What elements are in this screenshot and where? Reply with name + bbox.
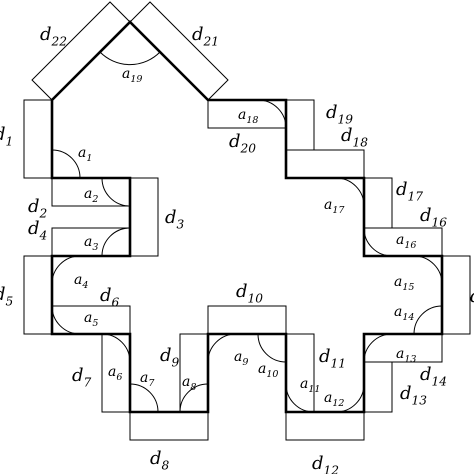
rect-d8 [129, 411, 209, 441]
rect-d12 [285, 411, 365, 441]
rect-d15 [441, 255, 471, 335]
label-a2: a2 [84, 186, 98, 205]
rect-d19 [285, 99, 315, 151]
arc-a14 [413, 305, 443, 335]
rect-d18 [285, 149, 365, 179]
label-d6: d6 [100, 285, 120, 309]
label-a19: a19 [122, 66, 142, 85]
rect-d9 [179, 333, 209, 413]
label-a4: a4 [74, 272, 88, 291]
rect-d10 [207, 305, 287, 335]
label-a17: a17 [324, 197, 345, 216]
label-a8: a8 [182, 374, 196, 393]
label-d21: d21 [192, 24, 219, 48]
label-a16: a16 [396, 232, 416, 251]
main-polygon [50, 20, 444, 414]
label-a9: a9 [234, 349, 248, 368]
arc-a3 [101, 227, 131, 257]
arc-a1 [51, 149, 81, 179]
arc-a6 [101, 333, 131, 363]
arc-a5 [51, 305, 81, 335]
label-a15: a15 [394, 274, 414, 293]
label-d1: d1 [0, 124, 13, 148]
rect-d22 [31, 1, 131, 101]
rect-d21 [129, 1, 229, 101]
label-d13: d13 [400, 383, 427, 407]
label-a5: a5 [84, 310, 98, 329]
arc-a9 [207, 333, 237, 363]
angle-labels: a1 a2 a3 a4 a5 a6 a7 a8 a9 a10 a11 a12 a… [74, 66, 416, 409]
arc-a17 [335, 177, 365, 207]
label-d7: d7 [72, 365, 92, 389]
label-d22: d22 [40, 24, 67, 48]
rect-d11 [285, 333, 315, 413]
label-a13: a13 [396, 346, 416, 365]
label-a12: a12 [324, 390, 344, 409]
arc-a8 [179, 383, 209, 413]
label-a7: a7 [140, 370, 155, 389]
label-d15: d15 [470, 286, 474, 310]
label-d10: d10 [236, 281, 263, 305]
label-d5: d5 [0, 284, 14, 308]
arc-a15 [413, 255, 443, 285]
rect-d5 [23, 255, 53, 335]
label-d20: d20 [229, 131, 256, 155]
label-d3: d3 [165, 207, 185, 231]
arc-a16 [363, 227, 393, 257]
rect-d1 [23, 99, 53, 179]
label-d18: d18 [341, 125, 368, 149]
label-d11: d11 [319, 346, 346, 370]
label-d12: d12 [312, 453, 339, 474]
label-a10: a10 [258, 361, 278, 380]
label-d4: d4 [28, 218, 47, 242]
side-rectangles [23, 1, 471, 441]
rect-d17 [363, 177, 393, 229]
label-d2: d2 [28, 196, 48, 220]
label-d17: d17 [396, 179, 423, 203]
label-d9: d9 [160, 345, 180, 369]
arc-a7 [129, 383, 159, 413]
label-a14: a14 [394, 304, 414, 323]
rect-d13 [363, 361, 393, 413]
arc-a10 [257, 333, 287, 363]
label-d8: d8 [150, 448, 170, 472]
label-a1: a1 [78, 145, 92, 164]
arc-a2 [101, 177, 131, 207]
label-a6: a6 [108, 364, 122, 383]
arc-a18 [257, 99, 287, 129]
side-labels: d1 d2 d3 d4 d5 d6 d7 d8 d9 d10 d11 d12 d… [0, 24, 474, 474]
label-a11: a11 [300, 376, 320, 395]
label-d14: d14 [420, 364, 447, 388]
label-a18: a18 [238, 107, 258, 126]
label-d19: d19 [326, 102, 353, 126]
rect-d3 [129, 177, 159, 257]
label-d16: d16 [420, 205, 447, 229]
label-a3: a3 [84, 234, 98, 253]
arc-a19 [99, 51, 161, 66]
arc-a13 [363, 333, 393, 363]
